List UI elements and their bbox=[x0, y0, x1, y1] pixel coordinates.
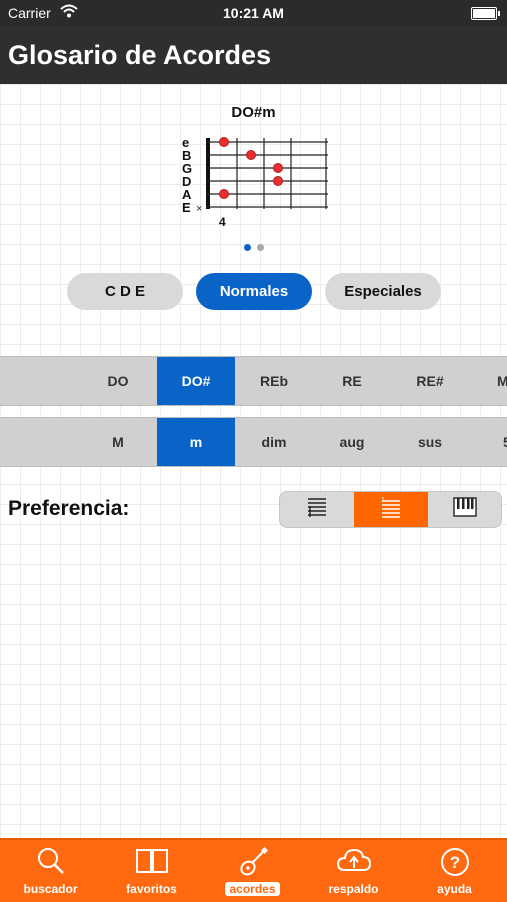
mode-especiales-button[interactable]: Especiales bbox=[325, 273, 441, 310]
finger-dot bbox=[219, 189, 229, 199]
mode-normales-button[interactable]: Normales bbox=[196, 273, 312, 310]
tab-label: favoritos bbox=[126, 882, 177, 896]
svg-text:1: 1 bbox=[381, 497, 385, 504]
finger-dot bbox=[273, 163, 283, 173]
picker-item-selected[interactable]: DO# bbox=[157, 357, 235, 405]
chord-name: DO#m bbox=[231, 104, 276, 121]
chord-type-picker[interactable]: M m dim aug sus 5 bbox=[0, 417, 507, 467]
tab-bar: buscador favoritos acordes respaldo ? ay… bbox=[0, 838, 507, 902]
page-indicator[interactable] bbox=[0, 238, 507, 256]
string-label-D: D bbox=[182, 174, 191, 189]
picker-item[interactable]: DO bbox=[107, 373, 129, 389]
root-note-picker[interactable]: DO DO# REb RE RE# MI bbox=[0, 356, 507, 406]
string-label-e: e bbox=[182, 135, 189, 150]
pref-option-list[interactable] bbox=[280, 492, 354, 527]
string-label-G: G bbox=[182, 161, 192, 176]
picker-item-selected[interactable]: m bbox=[157, 418, 235, 466]
page-dot-active bbox=[243, 244, 251, 251]
picker-item[interactable]: sus bbox=[417, 434, 443, 450]
picker-item[interactable]: M bbox=[112, 434, 124, 450]
picker-item[interactable]: 5 bbox=[503, 434, 507, 450]
tab-label: respaldo bbox=[328, 882, 379, 896]
pref-option-piano[interactable] bbox=[428, 492, 501, 527]
tab-acordes[interactable]: acordes bbox=[202, 840, 303, 902]
string-label-E: E bbox=[182, 200, 191, 215]
chord-diagram[interactable]: e B G D A E bbox=[176, 132, 336, 237]
finger-dot bbox=[246, 150, 256, 160]
tab-buscador[interactable]: buscador bbox=[0, 840, 101, 902]
tab-label: acordes bbox=[225, 882, 280, 896]
nut bbox=[206, 138, 210, 209]
main-content: DO#m e B G D A E bbox=[0, 84, 507, 838]
piano-icon bbox=[453, 497, 477, 522]
tab-label: buscador bbox=[23, 882, 78, 896]
status-time: 10:21 AM bbox=[223, 5, 284, 21]
string-label-B: B bbox=[182, 148, 191, 163]
page-title: Glosario de Acordes bbox=[8, 40, 272, 70]
search-icon bbox=[0, 846, 101, 878]
picker-item[interactable]: MI bbox=[497, 373, 507, 389]
battery-icon bbox=[471, 7, 500, 20]
picker-item[interactable]: aug bbox=[339, 434, 365, 450]
picker-item[interactable]: RE# bbox=[416, 373, 444, 389]
carrier-label: Carrier bbox=[8, 5, 51, 21]
page-dot bbox=[256, 244, 264, 251]
finger-dot bbox=[273, 176, 283, 186]
tab-label: ayuda bbox=[437, 882, 472, 896]
picker-item[interactable]: dim bbox=[261, 434, 287, 450]
chord-list-numbered-icon: 1 bbox=[380, 496, 402, 523]
status-bar: Carrier 10:21 AM bbox=[0, 0, 507, 26]
muted-marker: × bbox=[196, 203, 202, 215]
finger-dot bbox=[219, 137, 229, 147]
chord-list-icon bbox=[306, 496, 328, 523]
tab-ayuda[interactable]: ? ayuda bbox=[404, 840, 505, 902]
title-bar: Glosario de Acordes bbox=[0, 26, 507, 85]
help-icon: ? bbox=[404, 846, 505, 878]
pref-option-numbered[interactable]: 1 bbox=[354, 492, 428, 527]
guitar-icon bbox=[202, 846, 303, 878]
string-label-A: A bbox=[182, 187, 192, 202]
picker-item[interactable]: RE bbox=[342, 373, 362, 389]
wifi-icon bbox=[60, 4, 78, 21]
fret-number: 4 bbox=[219, 215, 226, 229]
mode-cde-button[interactable]: C D E bbox=[67, 273, 183, 310]
cloud-upload-icon bbox=[303, 846, 404, 878]
svg-text:?: ? bbox=[449, 853, 459, 872]
tab-favoritos[interactable]: favoritos bbox=[101, 840, 202, 902]
picker-item[interactable]: REb bbox=[260, 373, 288, 389]
preference-selector[interactable]: 1 bbox=[279, 491, 502, 528]
tab-respaldo[interactable]: respaldo bbox=[303, 840, 404, 902]
preference-label: Preferencia: bbox=[8, 497, 130, 520]
book-icon bbox=[101, 846, 202, 878]
